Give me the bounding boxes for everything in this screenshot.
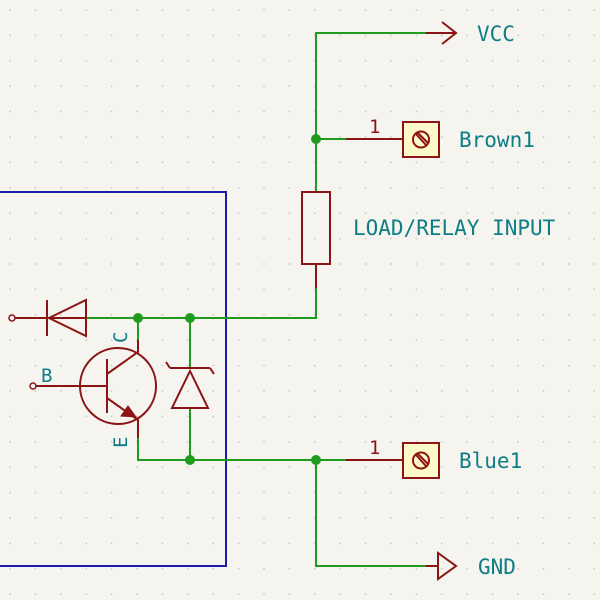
- zener-triangle-icon: [170, 368, 210, 409]
- connector-label: Blue1: [459, 449, 522, 473]
- npn-transistor[interactable]: B C E: [29, 332, 157, 448]
- junctions: [133, 134, 321, 465]
- collector-lead: [106, 340, 139, 375]
- junction-dot: [185, 313, 195, 323]
- input-diode[interactable]: [8, 298, 87, 338]
- wire-load-collector: [138, 288, 317, 319]
- zener-diode[interactable]: [165, 361, 215, 409]
- sheet-frame: [0, 191, 227, 567]
- collector-label: C: [110, 332, 132, 343]
- connector-label: Brown1: [459, 128, 535, 152]
- base-terminal-icon: [29, 382, 37, 390]
- junction-dot: [185, 455, 195, 465]
- connector-brown1[interactable]: 1 Brown1: [346, 116, 535, 158]
- vcc-label: VCC: [477, 22, 515, 46]
- screw-terminal-icon: [412, 130, 430, 149]
- emitter-lead: [106, 397, 139, 438]
- gnd-arrow-icon: [426, 551, 458, 581]
- diode-triangle-icon: [46, 298, 87, 338]
- junction-dot: [311, 455, 321, 465]
- junction-dot: [311, 134, 321, 144]
- base-label: B: [41, 365, 52, 387]
- load-resistor[interactable]: [301, 191, 331, 288]
- connector-pin-number: 1: [369, 437, 380, 459]
- zener-cathode-bar: [165, 361, 215, 375]
- emitter-label: E: [110, 437, 132, 448]
- junction-dot: [133, 313, 143, 323]
- emitter-arrow-icon: [120, 405, 138, 418]
- wire-emitter-ground: [137, 438, 316, 461]
- vcc-arrow-icon: [426, 21, 458, 45]
- screw-terminal-icon: [412, 451, 430, 470]
- wire-gnd: [315, 460, 426, 567]
- gnd-label: GND: [478, 555, 516, 579]
- connector-blue1[interactable]: 1 Blue1: [346, 437, 522, 479]
- connector-pin-number: 1: [369, 116, 380, 138]
- load-label: LOAD/RELAY INPUT: [353, 216, 556, 240]
